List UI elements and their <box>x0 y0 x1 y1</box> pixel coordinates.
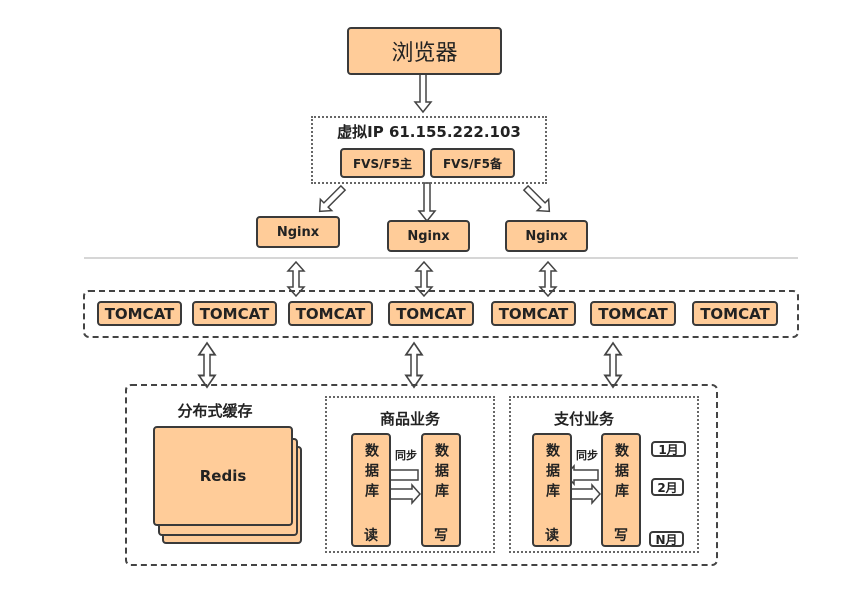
payment-group <box>509 396 699 553</box>
backend-group <box>125 384 718 566</box>
tomcat-label: TOMCAT <box>598 304 668 323</box>
shard-label: 1月 <box>658 442 679 457</box>
balancer-primary: FVS/F5主 <box>340 148 425 178</box>
browser-label: 浏览器 <box>391 41 458 66</box>
goods-read-db-label: 数据库 <box>363 443 379 503</box>
nginx-label: Nginx <box>276 224 320 240</box>
arrow-tomcat-cache <box>198 342 216 389</box>
balancer-primary-label: FVS/F5主 <box>352 156 413 171</box>
goods-write-db-label: 数据库 <box>433 443 449 503</box>
payment-write-db: 数据库 写 <box>601 433 641 547</box>
tomcat-node-1: TOMCAT <box>97 301 182 326</box>
payment-write-db-label: 数据库 <box>613 443 629 503</box>
tomcat-label: TOMCAT <box>498 304 569 323</box>
browser-node: 浏览器 <box>347 27 502 75</box>
goods-title: 商品业务 <box>379 410 440 428</box>
arrow-tomcat-goods <box>405 342 423 389</box>
arrow-browser-to-vip <box>414 73 432 113</box>
arrow-tomcat-payment <box>604 342 622 389</box>
tomcat-label: TOMCAT <box>700 304 770 323</box>
goods-read-db: 数据库 读 <box>351 433 391 547</box>
tomcat-node-2: TOMCAT <box>192 301 277 326</box>
shard-badge-n: N月 <box>649 531 684 547</box>
payment-read-db: 数据库 读 <box>532 433 572 547</box>
nginx-label: Nginx <box>525 228 568 244</box>
arrow-vip-to-nginx-center <box>418 182 436 222</box>
goods-sync-label: 同步 <box>395 449 417 462</box>
redis-node: Redis <box>153 426 293 526</box>
balancer-backup: FVS/F5备 <box>430 148 515 178</box>
arrow-payment-sync-left <box>564 464 599 486</box>
goods-read-tag: 读 <box>364 528 378 544</box>
payment-read-tag: 读 <box>545 528 559 544</box>
redis-label: Redis <box>199 467 247 485</box>
nginx-node-2: Nginx <box>387 220 470 252</box>
shard-label: 2月 <box>657 480 678 495</box>
goods-group <box>325 396 495 553</box>
tomcat-node-7: TOMCAT <box>692 301 778 326</box>
goods-write-db: 数据库 写 <box>421 433 461 547</box>
tomcat-label: TOMCAT <box>396 304 466 323</box>
arrow-vip-to-nginx-right <box>522 184 551 213</box>
payment-sync-label: 同步 <box>576 449 598 462</box>
arrow-payment-sync-right <box>569 483 602 505</box>
tomcat-cluster <box>83 290 799 338</box>
shard-badge-2: 2月 <box>651 478 684 496</box>
arrow-vip-to-nginx-left <box>318 184 347 213</box>
payment-write-tag: 写 <box>614 528 628 544</box>
vip-title: 虚拟IP 61.155.222.103 <box>337 123 521 141</box>
tomcat-label: TOMCAT <box>295 304 366 323</box>
tomcat-node-6: TOMCAT <box>590 301 676 326</box>
shard-badge-1: 1月 <box>651 441 686 457</box>
nginx-node-1: Nginx <box>256 216 340 248</box>
payment-read-db-label: 数据库 <box>544 443 560 503</box>
nginx-label: Nginx <box>407 228 450 244</box>
tomcat-label: TOMCAT <box>104 304 175 323</box>
payment-title: 支付业务 <box>553 410 614 428</box>
tomcat-label: TOMCAT <box>199 304 270 323</box>
balancer-backup-label: FVS/F5备 <box>442 156 503 171</box>
tomcat-node-5: TOMCAT <box>491 301 576 326</box>
shard-label: N月 <box>655 532 678 547</box>
tomcat-node-3: TOMCAT <box>288 301 373 326</box>
tomcat-node-4: TOMCAT <box>388 301 474 326</box>
nginx-node-3: Nginx <box>505 220 588 252</box>
vip-group: 虚拟IP 61.155.222.103 FVS/F5主 FVS/F5备 <box>311 116 547 184</box>
cache-title: 分布式缓存 <box>177 402 253 420</box>
goods-write-tag: 写 <box>434 528 448 544</box>
